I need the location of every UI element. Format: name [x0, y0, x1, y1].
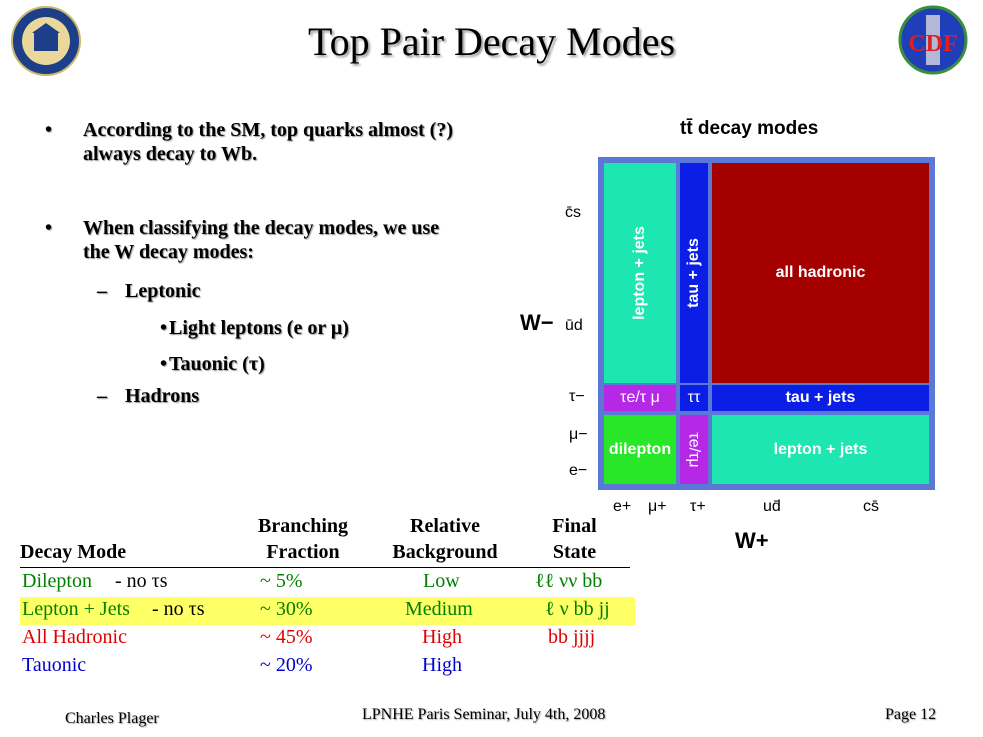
header-rule [20, 567, 630, 568]
decay-mode-table: Decay Mode Branching Fraction Relative B… [20, 512, 635, 677]
footer-author: Charles Plager [65, 710, 159, 727]
cell-lepton-jets-vertical: lepton + jets [604, 163, 676, 383]
header-state: State [552, 541, 597, 563]
cell-tau-e-mu-vertical: τe/τμ [680, 415, 708, 484]
table-row: All Hadronic ~ 45% High bb jjjj [22, 626, 596, 648]
bullet-1-line-1: According to the SM, top quarks almost (… [83, 119, 453, 141]
cell-tau-jets-horizontal: tau + jets [712, 385, 929, 411]
bullet-dot: • [45, 119, 53, 141]
diagram-title: tt̄ decay modes [680, 118, 819, 139]
table-row: Tauonic ~ 20% High [22, 654, 462, 676]
tick-label-e-plus: e+ [613, 498, 632, 515]
header-background: Background [392, 541, 498, 563]
footer-page: Page 12 [885, 706, 937, 723]
bullet-2-line-1: When classifying the decay modes, we use [83, 217, 440, 239]
header-relative: Relative [410, 515, 480, 537]
cdf-logo: CDF [898, 5, 968, 75]
sub-light-leptons: Light leptons (e or μ) [169, 317, 349, 339]
uc-seal-logo [10, 5, 82, 77]
bullet-list: • According to the SM, top quarks almost… [45, 118, 515, 418]
tick-label-mu-minus: μ− [569, 426, 588, 443]
cell-tau-e-mu: τe/τ μ [604, 385, 676, 411]
svg-text:CDF: CDF [908, 31, 957, 57]
w-minus-label: W− [520, 310, 554, 335]
header-fraction: Fraction [266, 541, 340, 563]
footer-event: LPNHE Paris Seminar, July 4th, 2008 [362, 706, 606, 723]
tick-label-e-minus: e− [569, 462, 588, 479]
tick-label-cs: c̄s [565, 204, 581, 221]
slide-title: Top Pair Decay Modes [307, 19, 676, 64]
cell-tau-tau: ττ [680, 385, 708, 411]
tick-label-tau-plus: τ+ [690, 498, 706, 515]
header-branching: Branching [257, 515, 349, 537]
cell-lepton-jets-horizontal: lepton + jets [712, 415, 929, 484]
sub-dash: – [97, 385, 107, 407]
header-decay-mode: Decay Mode [20, 541, 127, 563]
cell-all-hadronic: all hadronic [712, 163, 929, 383]
bullet-dot: • [45, 217, 53, 239]
bullet-1-line-2: always decay to Wb. [83, 143, 258, 165]
sub-leptonic: Leptonic [125, 280, 201, 302]
bullet-2-line-2: the W decay modes: [83, 241, 254, 263]
sub-dash: – [97, 280, 107, 302]
sub-hadrons: Hadrons [125, 385, 200, 407]
header-final: Final [552, 515, 597, 537]
sub-dot: • [160, 317, 168, 339]
tick-label-ud-bar: ud̄ [763, 498, 781, 515]
tick-label-mu-plus: μ+ [648, 498, 667, 515]
table-row-highlighted: Lepton + Jets - no τs ~ 30% Medium ℓ ν b… [20, 597, 635, 625]
decay-modes-diagram: tt̄ decay modes lepton + jets tau + jets… [520, 110, 945, 560]
table-row: Dilepton - no τs ~ 5% Low ℓℓ νν bb [22, 570, 603, 592]
tick-label-cs-bar: cs̄ [863, 498, 879, 515]
sub-tauonic: Tauonic (τ) [169, 353, 265, 375]
tick-label-tau-minus: τ− [569, 388, 585, 405]
cell-tau-jets-vertical: tau + jets [680, 163, 708, 383]
tick-label-ud: ūd [565, 317, 583, 334]
cell-dilepton: dilepton [604, 415, 676, 484]
w-plus-label: W+ [735, 528, 769, 553]
sub-dot: • [160, 353, 168, 375]
